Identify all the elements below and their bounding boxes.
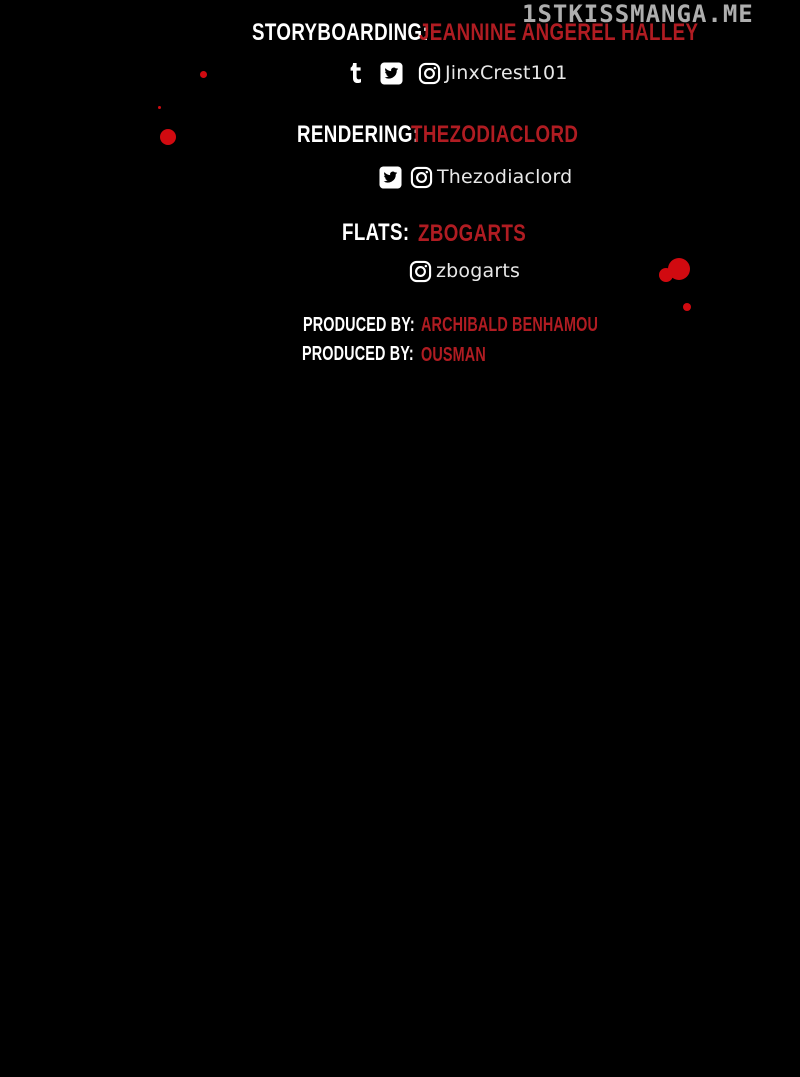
rendering-role-label: RENDERING: xyxy=(297,121,420,148)
storyboarding-artist-name: JEANNINE ANGEREL HALLEY xyxy=(419,19,699,46)
blood-splatter xyxy=(200,71,207,78)
site-watermark: 1STKISSMANGA.ME xyxy=(522,0,754,28)
storyboarding-role-label: STORYBOARDING: xyxy=(252,19,430,46)
blood-splatter xyxy=(160,129,176,145)
rendering-artist-name: THEZODIACLORD xyxy=(411,121,579,148)
flats-artist-name: ZBOGARTS xyxy=(418,220,527,247)
instagram-icon[interactable] xyxy=(409,165,433,189)
storyboarding-social-row: JinxCrest101 xyxy=(345,60,568,86)
instagram-icon[interactable] xyxy=(417,61,441,85)
producer-role-label: PRODUCED BY: xyxy=(303,314,415,336)
blood-splatter xyxy=(659,268,673,282)
rendering-handle[interactable]: Thezodiaclord xyxy=(437,166,573,188)
instagram-icon[interactable] xyxy=(408,259,432,283)
blood-splatter xyxy=(668,258,690,280)
blood-splatter xyxy=(683,303,691,311)
rendering-social-row: Thezodiaclord xyxy=(378,164,572,190)
producer-name: OUSMAN xyxy=(421,344,486,366)
producer-name: ARCHIBALD BENHAMOU xyxy=(421,314,598,336)
storyboarding-handle[interactable]: JinxCrest101 xyxy=(445,62,568,84)
blood-splatter xyxy=(158,106,161,109)
flats-role-label: FLATS: xyxy=(342,219,410,246)
tumblr-icon[interactable] xyxy=(345,61,367,85)
flats-social-row: zbogarts xyxy=(408,258,520,284)
flats-handle[interactable]: zbogarts xyxy=(436,260,521,282)
producer-role-label: PRODUCED BY: xyxy=(302,343,414,365)
twitter-icon[interactable] xyxy=(379,61,403,85)
twitter-icon[interactable] xyxy=(378,165,402,189)
